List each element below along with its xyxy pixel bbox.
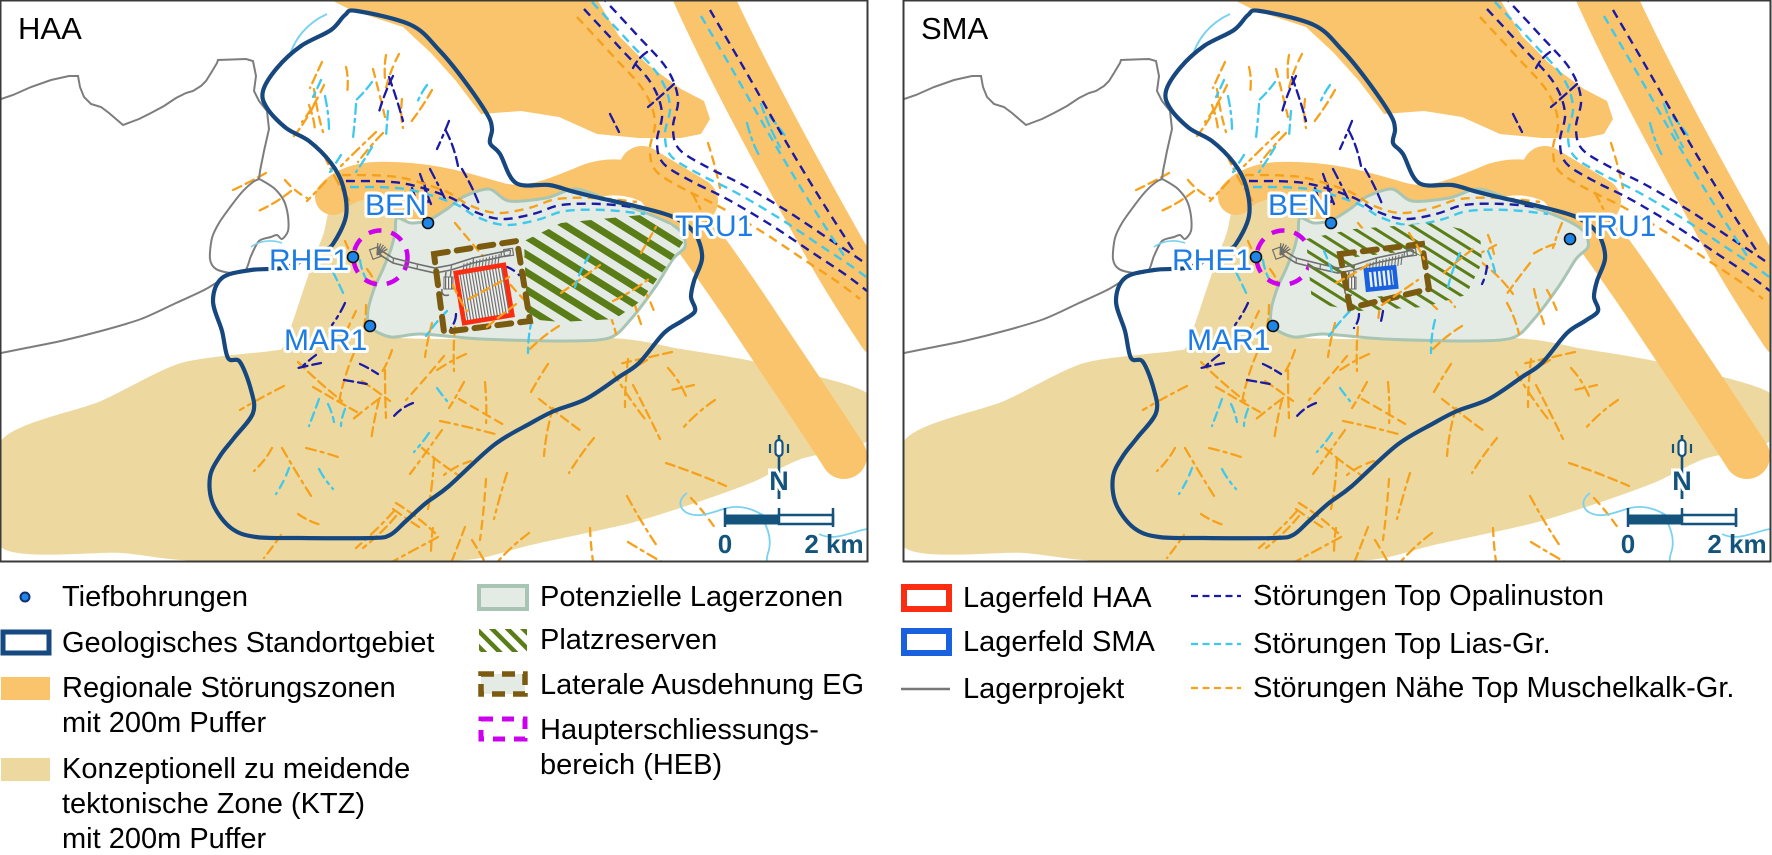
svg-text:Potenzielle Lagerzonen: Potenzielle Lagerzonen (540, 581, 843, 613)
svg-text:Störungen Top Lias-Gr.: Störungen Top Lias-Gr. (1253, 628, 1551, 660)
svg-text:Störungen Top Opalinuston: Störungen Top Opalinuston (1253, 580, 1604, 612)
svg-text:Haupterschliessungs-: Haupterschliessungs- (540, 714, 819, 746)
svg-text:Platzreserven: Platzreserven (540, 624, 717, 656)
svg-text:HAA: HAA (18, 11, 82, 46)
svg-text:bereich (HEB): bereich (HEB) (540, 749, 722, 781)
svg-text:Lagerfeld SMA: Lagerfeld SMA (963, 626, 1155, 658)
svg-text:Störungen Nähe Top Muschelkalk: Störungen Nähe Top Muschelkalk-Gr. (1253, 672, 1734, 704)
svg-text:Laterale Ausdehnung EG: Laterale Ausdehnung EG (540, 669, 864, 701)
svg-text:SMA: SMA (921, 11, 989, 46)
svg-text:mit 200m Puffer: mit 200m Puffer (62, 823, 267, 855)
svg-text:mit 200m Puffer: mit 200m Puffer (62, 707, 267, 739)
svg-text:Tiefbohrungen: Tiefbohrungen (62, 581, 248, 613)
svg-text:Geologisches Standortgebiet: Geologisches Standortgebiet (62, 627, 434, 659)
svg-text:Lagerprojekt: Lagerprojekt (963, 673, 1124, 705)
svg-text:tektonische Zone (KTZ): tektonische Zone (KTZ) (62, 788, 365, 820)
svg-text:Regionale Störungszonen: Regionale Störungszonen (62, 672, 396, 704)
svg-text:Konzeptionell zu meidende: Konzeptionell zu meidende (62, 753, 410, 785)
svg-text:Lagerfeld HAA: Lagerfeld HAA (963, 582, 1152, 614)
